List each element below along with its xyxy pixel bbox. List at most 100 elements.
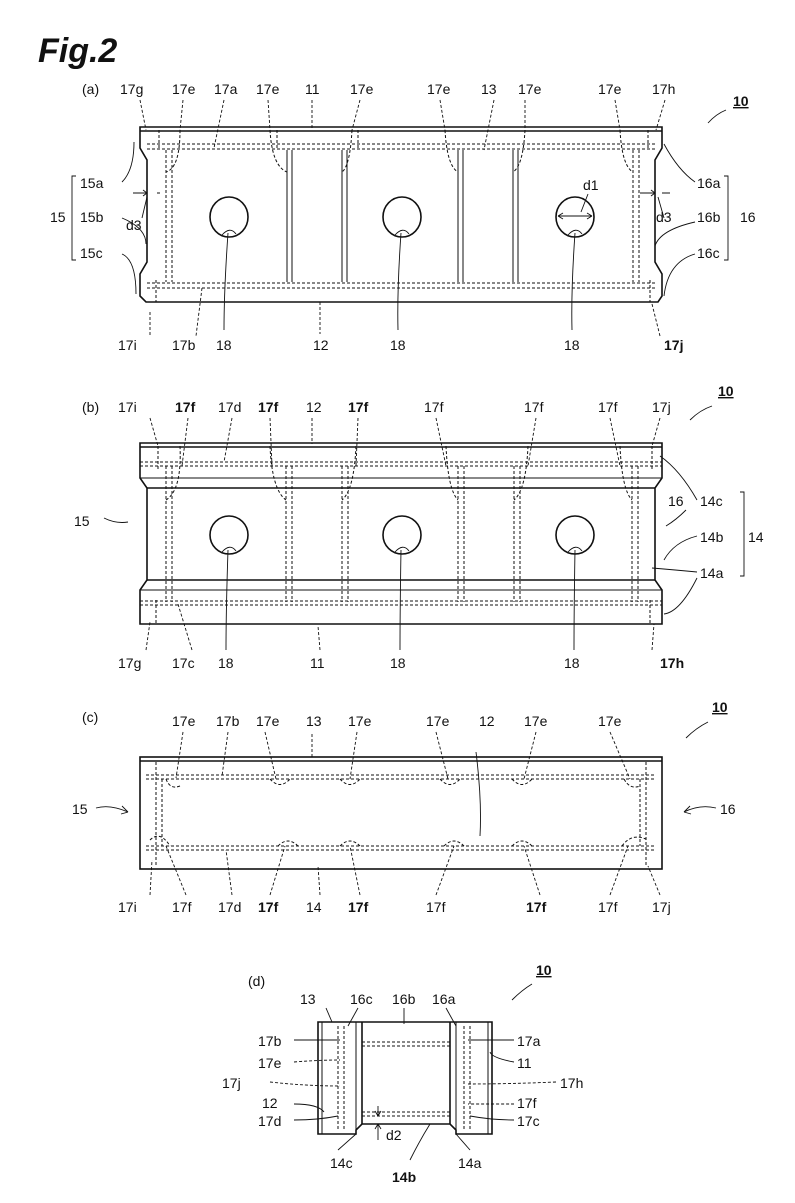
- label-17e: 17e: [256, 713, 280, 729]
- leader-17d: [293, 1115, 339, 1121]
- label-16a: 16a: [697, 175, 721, 191]
- panel-b-ref-arrow: [689, 405, 713, 421]
- label-17b: 17b: [216, 713, 240, 729]
- label-14b: 14b: [392, 1169, 416, 1185]
- leader-d3-left: [141, 196, 148, 219]
- hole-18: [209, 196, 249, 238]
- panel-a-ref-arrow: [707, 109, 727, 124]
- leader-17h: [467, 1081, 557, 1085]
- arrow-15: [95, 805, 129, 815]
- label-17f: 17f: [517, 1095, 537, 1111]
- label-17b: 17b: [172, 337, 196, 353]
- panel-a: (a) 10: [50, 81, 756, 353]
- label-17f: 17f: [258, 399, 279, 415]
- panel-a-ref: 10: [733, 93, 749, 109]
- label-17h: 17h: [652, 81, 675, 97]
- label-17f: 17f: [598, 899, 618, 915]
- label-18: 18: [216, 337, 232, 353]
- label-17e: 17e: [524, 713, 548, 729]
- label-15a: 15a: [80, 175, 104, 191]
- leader-14c: [659, 455, 698, 501]
- leader-17j: [269, 1081, 341, 1087]
- panel-b-top-leaders: [149, 417, 661, 467]
- label-14: 14: [748, 529, 764, 545]
- label-17d: 17d: [258, 1113, 281, 1129]
- panel-c-ref-arrow: [685, 721, 709, 739]
- label-13: 13: [306, 713, 322, 729]
- panel-a-body-outline: [139, 126, 663, 303]
- label-17f: 17f: [348, 399, 369, 415]
- dimension-d3-left: [133, 189, 160, 197]
- label-17e: 17e: [258, 1055, 282, 1071]
- label-14: 14: [306, 899, 322, 915]
- leader-17c: [469, 1115, 515, 1121]
- label-17i: 17i: [118, 399, 137, 415]
- hole-18: [209, 515, 249, 555]
- leader-16: [665, 509, 687, 527]
- leader-14a: [455, 1133, 471, 1151]
- label-14b: 14b: [700, 529, 724, 545]
- panel-a-bump: [158, 129, 181, 173]
- hole-18: [382, 515, 422, 555]
- label-17e: 17e: [256, 81, 280, 97]
- label-15c: 15c: [80, 245, 103, 261]
- leader-18: [221, 229, 237, 331]
- leader-d1: [580, 193, 589, 213]
- label-14c: 14c: [330, 1155, 353, 1171]
- panel-c-bumps-top: [165, 778, 641, 788]
- panel-a-tag: (a): [82, 81, 99, 97]
- label-15b: 15b: [80, 209, 104, 225]
- label-d3: d3: [126, 217, 142, 233]
- label-17d: 17d: [218, 399, 241, 415]
- label-18: 18: [390, 655, 406, 671]
- panel-c-bottom-leaders: [149, 845, 661, 896]
- label-16a: 16a: [432, 991, 456, 1007]
- label-17j: 17j: [664, 337, 683, 353]
- panel-b-tag: (b): [82, 399, 99, 415]
- label-17e: 17e: [172, 81, 196, 97]
- leader-16a: [663, 143, 696, 183]
- label-14a: 14a: [458, 1155, 482, 1171]
- panel-a-bump: [512, 129, 526, 173]
- dimension-d1-arrows: [557, 212, 593, 220]
- hole-18: [555, 196, 595, 238]
- leader-16c: [347, 1007, 359, 1027]
- label-15: 15: [72, 801, 88, 817]
- label-17e: 17e: [598, 81, 622, 97]
- label-17f: 17f: [526, 899, 547, 915]
- label-17h: 17h: [660, 655, 684, 671]
- leader-14a-lower: [663, 577, 698, 615]
- panel-d-tag: (d): [248, 973, 265, 989]
- panel-a-bump: [444, 129, 459, 173]
- panel-a-bump: [619, 129, 634, 173]
- label-11: 11: [517, 1055, 532, 1071]
- hole-18: [382, 196, 422, 238]
- panel-b-body-outline: [139, 442, 663, 625]
- leader-17e: [293, 1059, 341, 1063]
- panel-a-bump: [269, 129, 288, 173]
- label-17j: 17j: [652, 899, 671, 915]
- leader-15b: [121, 217, 147, 245]
- label-d1: d1: [583, 177, 599, 193]
- leader-11: [489, 1051, 515, 1063]
- panel-c-top-leaders: [175, 731, 631, 780]
- label-17e: 17e: [427, 81, 451, 97]
- label-18: 18: [564, 337, 580, 353]
- label-13: 13: [481, 81, 497, 97]
- panel-c-ref: 10: [712, 699, 728, 715]
- label-17a: 17a: [517, 1033, 541, 1049]
- panel-d-ref-arrow: [511, 983, 533, 1001]
- panel-d: (d) 10: [222, 962, 583, 1185]
- label-17f: 17f: [172, 899, 192, 915]
- label-17e: 17e: [426, 713, 450, 729]
- label-17f: 17f: [598, 399, 618, 415]
- label-17g: 17g: [118, 655, 141, 671]
- leader-15a: [121, 141, 135, 183]
- label-17i: 17i: [118, 337, 137, 353]
- leader-16b: [654, 221, 696, 247]
- label-12: 12: [262, 1095, 278, 1111]
- leader-18: [567, 229, 583, 331]
- label-12: 12: [313, 337, 329, 353]
- label-11: 11: [305, 81, 320, 97]
